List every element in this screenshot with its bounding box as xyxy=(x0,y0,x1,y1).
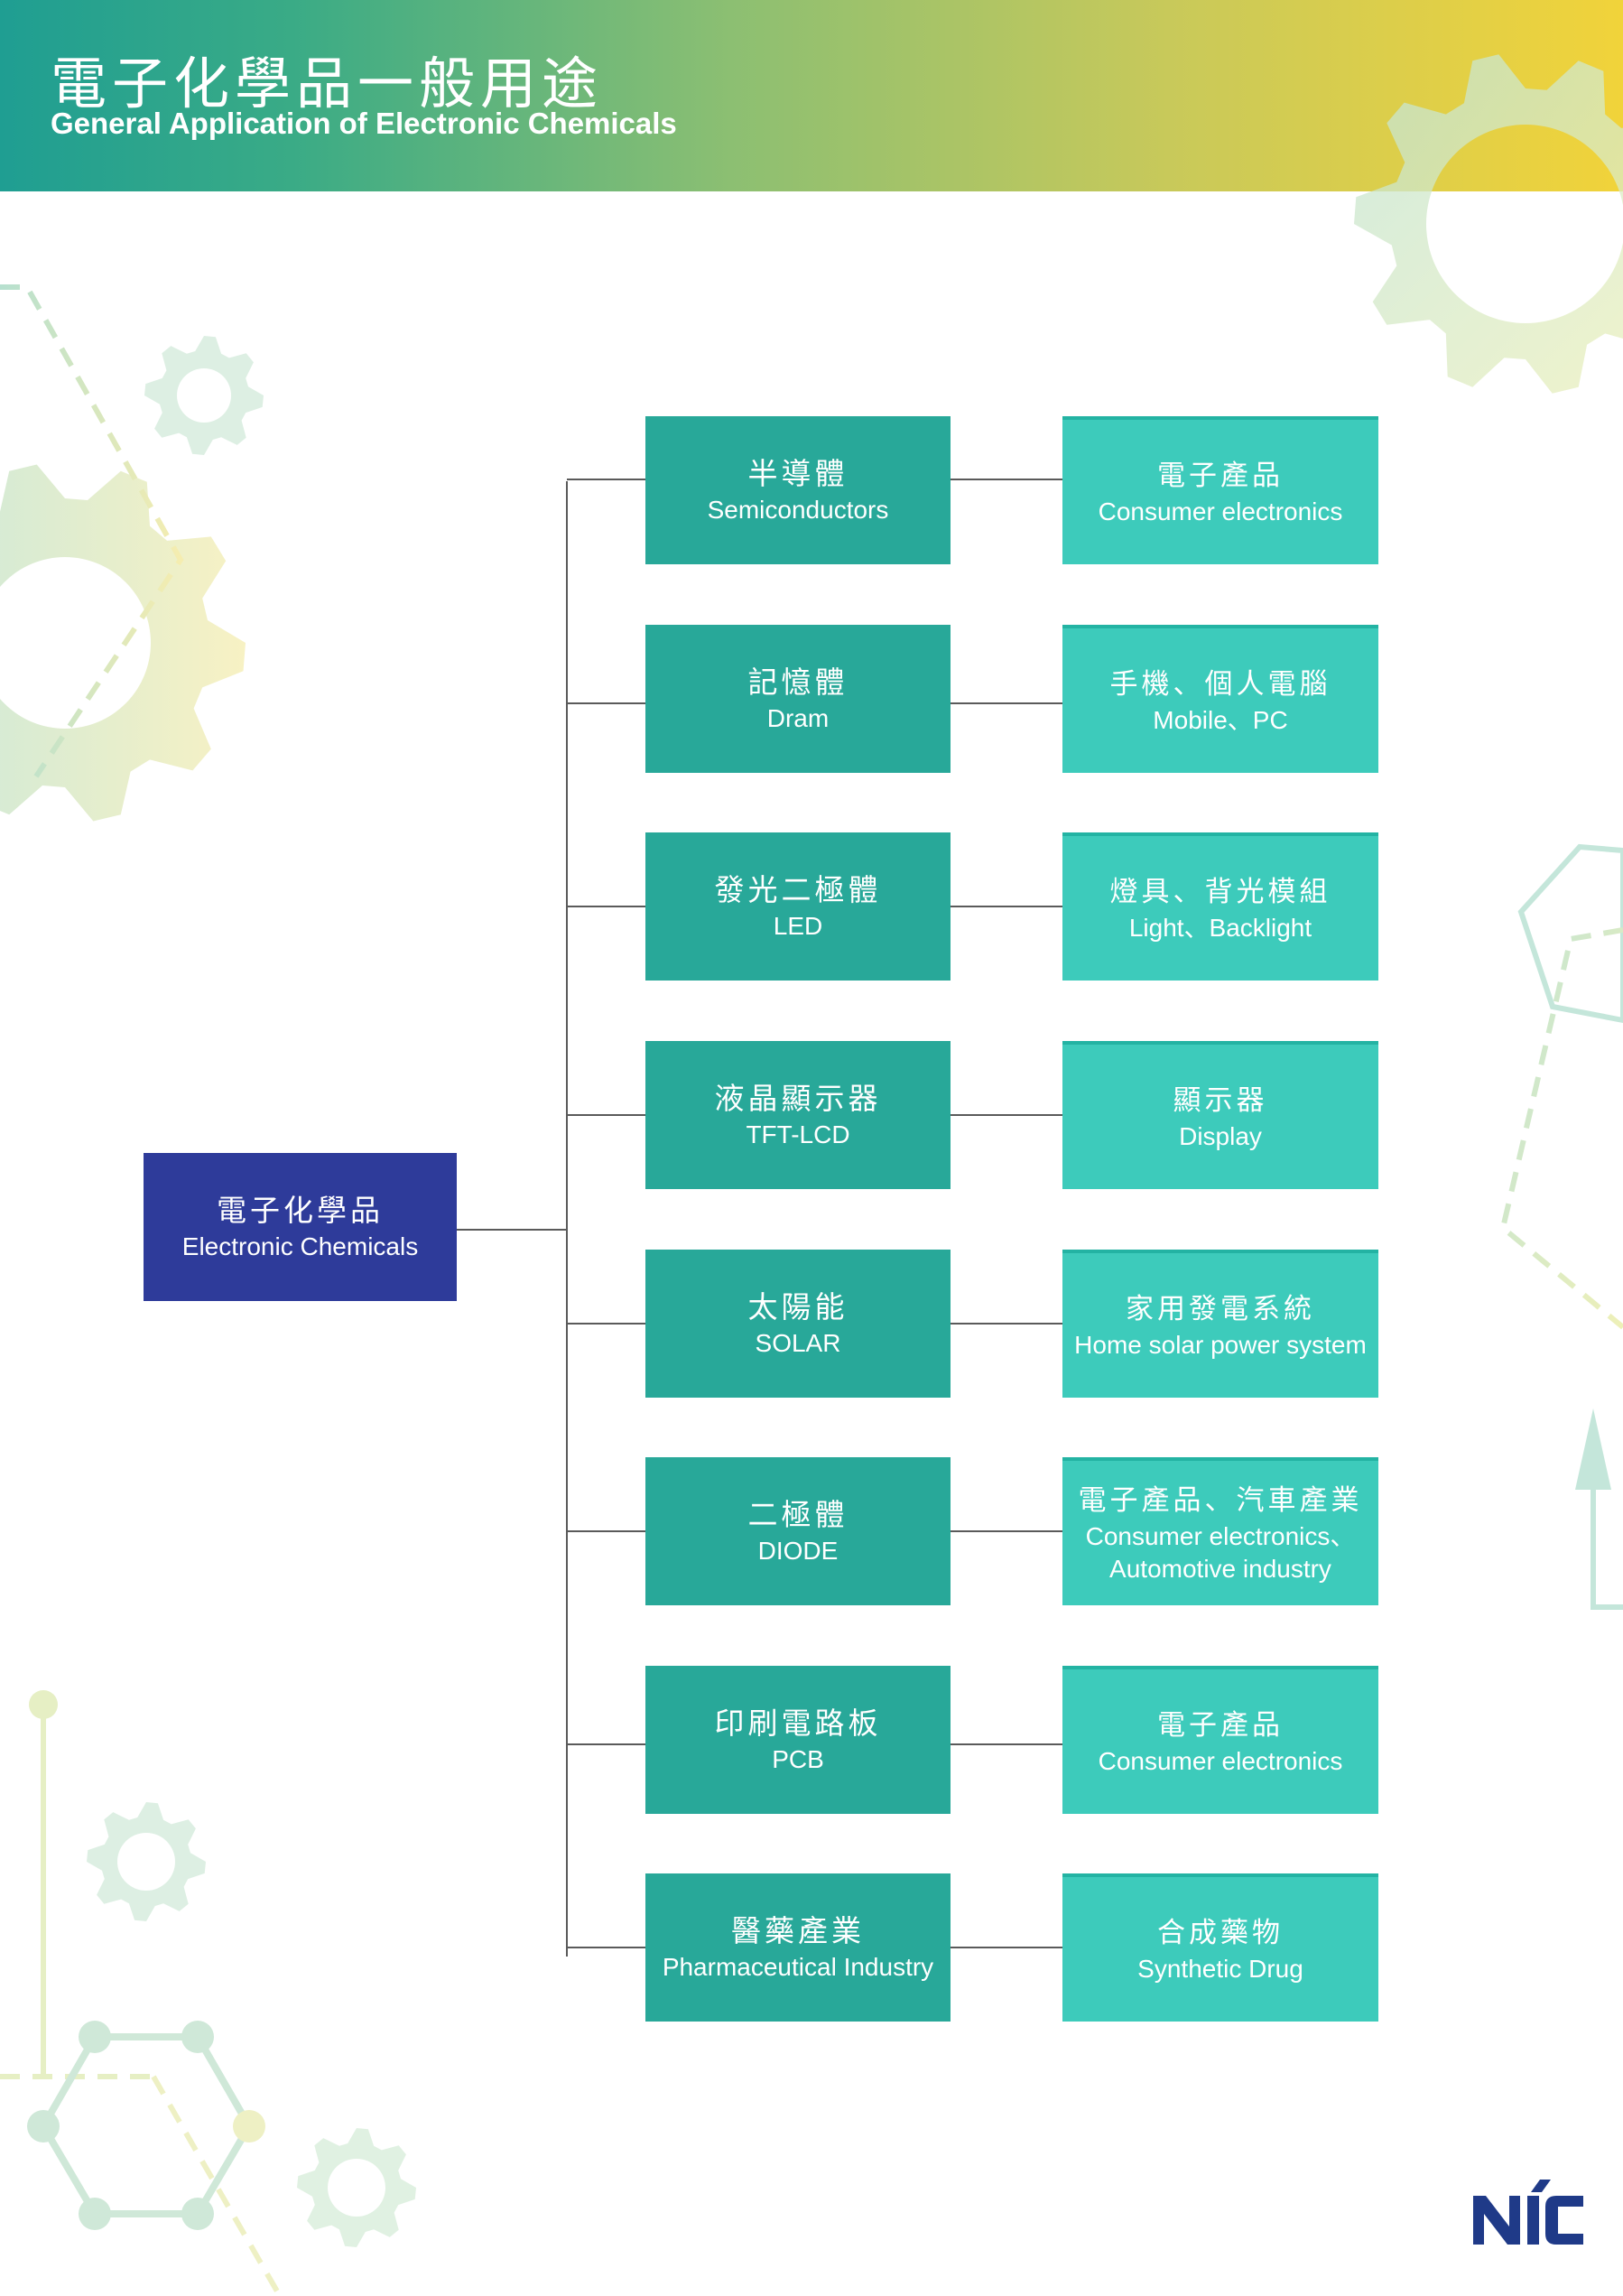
category-label-en: PCB xyxy=(772,1745,824,1773)
category-node: 半導體 Semiconductors xyxy=(645,416,951,564)
application-label-zh: 燈具、背光模組 xyxy=(1109,876,1331,908)
category-label-en: DIODE xyxy=(757,1537,839,1565)
gear-icon xyxy=(0,464,246,822)
application-node: 家用發電系統 Home solar power system xyxy=(1062,1250,1378,1398)
nic-logo-icon xyxy=(1473,2180,1583,2245)
application-label-en: Consumer electronics xyxy=(1098,1747,1343,1775)
category-label-zh: 液晶顯示器 xyxy=(714,1081,882,1116)
page-subtitle: General Application of Electronic Chemic… xyxy=(51,107,677,140)
category-node: 印刷電路板 PCB xyxy=(645,1666,951,1814)
category-label-zh: 印刷電路板 xyxy=(714,1706,882,1741)
category-label-zh: 二極體 xyxy=(747,1497,849,1532)
gear-icon xyxy=(297,2128,416,2247)
application-label-zh: 手機、個人電腦 xyxy=(1109,668,1331,701)
application-node: 合成藥物 Synthetic Drug xyxy=(1062,1873,1378,2022)
application-label-zh: 電子產品 xyxy=(1157,460,1284,492)
application-label-en-line2: Automotive industry xyxy=(1109,1555,1331,1583)
category-label-zh: 半導體 xyxy=(747,456,849,491)
application-node: 顯示器 Display xyxy=(1062,1041,1378,1189)
application-label-zh: 家用發電系統 xyxy=(1126,1293,1315,1325)
root-label-en: Electronic Chemicals xyxy=(181,1232,419,1260)
category-node: 醫藥產業 Pharmaceutical Industry xyxy=(645,1873,951,2022)
gear-icon xyxy=(1354,54,1623,394)
application-node: 電子產品 Consumer electronics xyxy=(1062,1666,1378,1814)
category-node: 太陽能 SOLAR xyxy=(645,1250,951,1398)
application-label-zh: 合成藥物 xyxy=(1157,1917,1284,1949)
application-label-zh: 顯示器 xyxy=(1173,1084,1268,1117)
application-label-en: Home solar power system xyxy=(1074,1331,1367,1359)
arrow-decoration xyxy=(1575,1408,1623,1610)
category-label-zh: 發光二極體 xyxy=(714,872,882,907)
hexagon-decoration xyxy=(1517,843,1623,1024)
application-node: 電子產品、汽車產業 Consumer electronics、 Automotive… xyxy=(1062,1457,1378,1605)
gear-icon xyxy=(144,336,264,455)
category-label-zh: 記憶體 xyxy=(747,665,849,700)
application-node: 燈具、背光模組 Light、Backlight xyxy=(1062,832,1378,981)
application-label-en: Consumer electronics、 xyxy=(1085,1522,1356,1550)
category-label-en: TFT-LCD xyxy=(746,1120,850,1148)
header-banner: 電子化學品一般用途 General Application of Electro… xyxy=(0,0,1623,191)
gear-icon xyxy=(87,1802,206,1921)
application-node: 手機、個人電腦 Mobile、PC xyxy=(1062,625,1378,773)
category-label-en: LED xyxy=(773,912,823,940)
application-label-en: Synthetic Drug xyxy=(1137,1955,1303,1983)
category-node: 二極體 DIODE xyxy=(645,1457,951,1605)
category-label-en: Pharmaceutical Industry xyxy=(662,1953,934,1981)
dashed-path-decoration xyxy=(0,284,184,778)
category-node: 發光二極體 LED xyxy=(645,832,951,981)
application-label-en: Consumer electronics xyxy=(1098,497,1343,525)
category-node: 液晶顯示器 TFT-LCD xyxy=(645,1041,951,1189)
category-label-zh: 太陽能 xyxy=(747,1289,849,1325)
category-label-en: SOLAR xyxy=(755,1329,841,1357)
application-label-en: Display xyxy=(1179,1122,1262,1150)
application-node: 電子產品 Consumer electronics xyxy=(1062,416,1378,564)
application-label-zh: 電子產品 xyxy=(1157,1709,1284,1742)
category-node: 記憶體 Dram xyxy=(645,625,951,773)
application-label-zh: 電子產品、汽車產業 xyxy=(1078,1484,1363,1517)
root-label-zh: 電子化學品 xyxy=(217,1193,384,1228)
page-title: 電子化學品一般用途 xyxy=(51,51,604,116)
application-label-en: Light、Backlight xyxy=(1128,914,1312,942)
category-label-en: Dram xyxy=(766,704,830,732)
category-label-zh: 醫藥產業 xyxy=(731,1913,865,1948)
category-label-en: Semiconductors xyxy=(707,496,889,524)
application-label-en: Mobile、PC xyxy=(1153,706,1288,734)
root-node: 電子化學品 Electronic Chemicals xyxy=(144,1153,457,1301)
